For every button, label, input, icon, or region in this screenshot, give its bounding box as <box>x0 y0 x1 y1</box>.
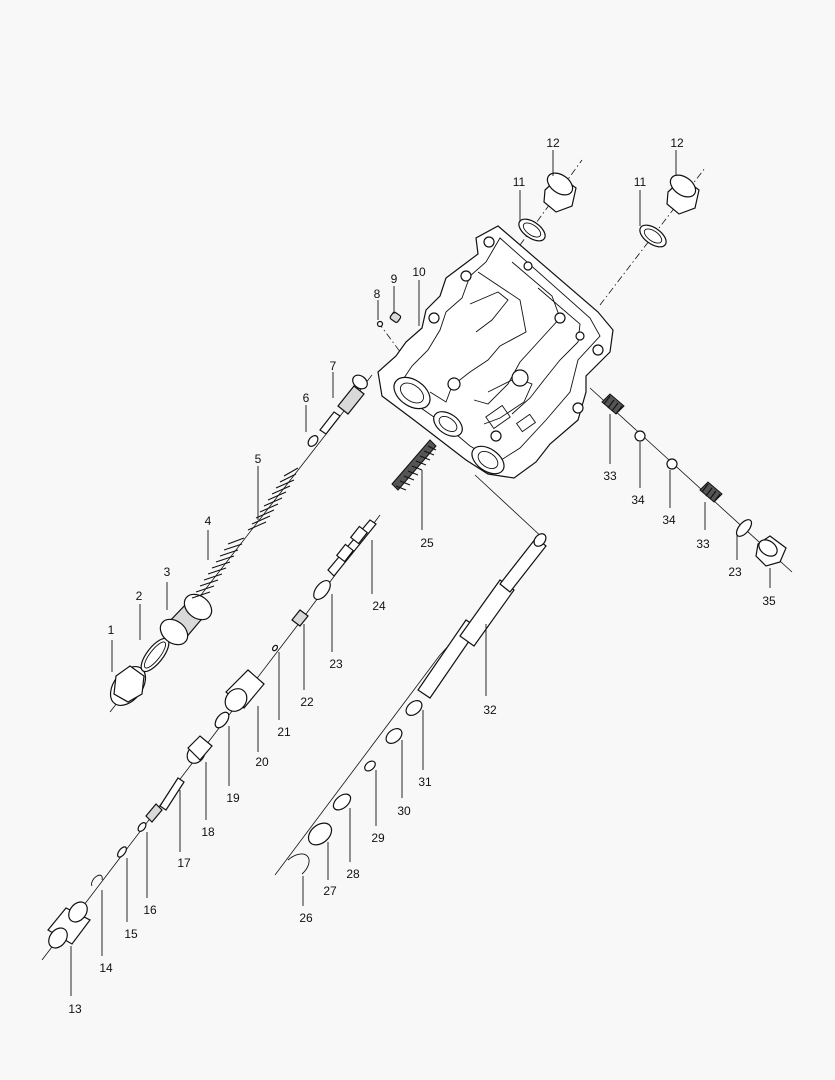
callout-6: 6 <box>303 391 310 405</box>
callout-20: 20 <box>255 755 269 769</box>
right-valve-assembly <box>287 533 547 875</box>
callout-21: 21 <box>277 725 291 739</box>
valve-body <box>377 225 614 479</box>
callout-19: 19 <box>226 791 240 805</box>
callout-27: 27 <box>323 884 337 898</box>
callout-25: 25 <box>420 536 434 550</box>
callout-34b: 34 <box>662 513 676 527</box>
callout-34a: 34 <box>631 493 645 507</box>
callout-labels: 1 2 3 4 5 6 7 8 9 10 11 11 12 12 13 14 1… <box>68 136 776 1016</box>
callout-7: 7 <box>330 359 337 373</box>
callout-22: 22 <box>300 695 314 709</box>
callout-15: 15 <box>124 927 138 941</box>
upper-plugs <box>518 172 700 248</box>
callout-5: 5 <box>255 452 262 466</box>
ball-and-plug <box>376 311 402 328</box>
leader-lines <box>70 150 771 996</box>
callout-9: 9 <box>391 272 398 286</box>
callout-28: 28 <box>346 867 360 881</box>
callout-29: 29 <box>371 831 385 845</box>
callout-17: 17 <box>177 856 191 870</box>
callout-11b: 11 <box>634 175 647 189</box>
callout-33b: 33 <box>696 537 710 551</box>
callout-18: 18 <box>201 825 215 839</box>
callout-4: 4 <box>205 514 212 528</box>
callout-12b: 12 <box>670 136 684 150</box>
callout-23b: 23 <box>728 565 742 579</box>
callout-30: 30 <box>397 804 411 818</box>
callout-8: 8 <box>374 287 381 301</box>
callout-14: 14 <box>99 961 113 975</box>
assembly-axes <box>41 159 793 961</box>
callout-24: 24 <box>372 599 386 613</box>
callout-3: 3 <box>164 565 171 579</box>
callout-11a: 11 <box>513 175 526 189</box>
callout-32: 32 <box>483 703 497 717</box>
callout-12a: 12 <box>546 136 560 150</box>
callout-33a: 33 <box>603 469 617 483</box>
callout-31: 31 <box>418 775 432 789</box>
callout-2: 2 <box>136 589 143 603</box>
callout-1: 1 <box>108 623 115 637</box>
detent-assembly <box>601 393 787 567</box>
callout-35: 35 <box>762 594 776 608</box>
left-valve-assembly <box>109 374 368 706</box>
callout-10: 10 <box>412 265 426 279</box>
callout-13: 13 <box>68 1002 82 1016</box>
callout-23a: 23 <box>329 657 343 671</box>
middle-valve-assembly <box>47 439 437 949</box>
callout-26: 26 <box>299 911 313 925</box>
callout-16: 16 <box>143 903 157 917</box>
